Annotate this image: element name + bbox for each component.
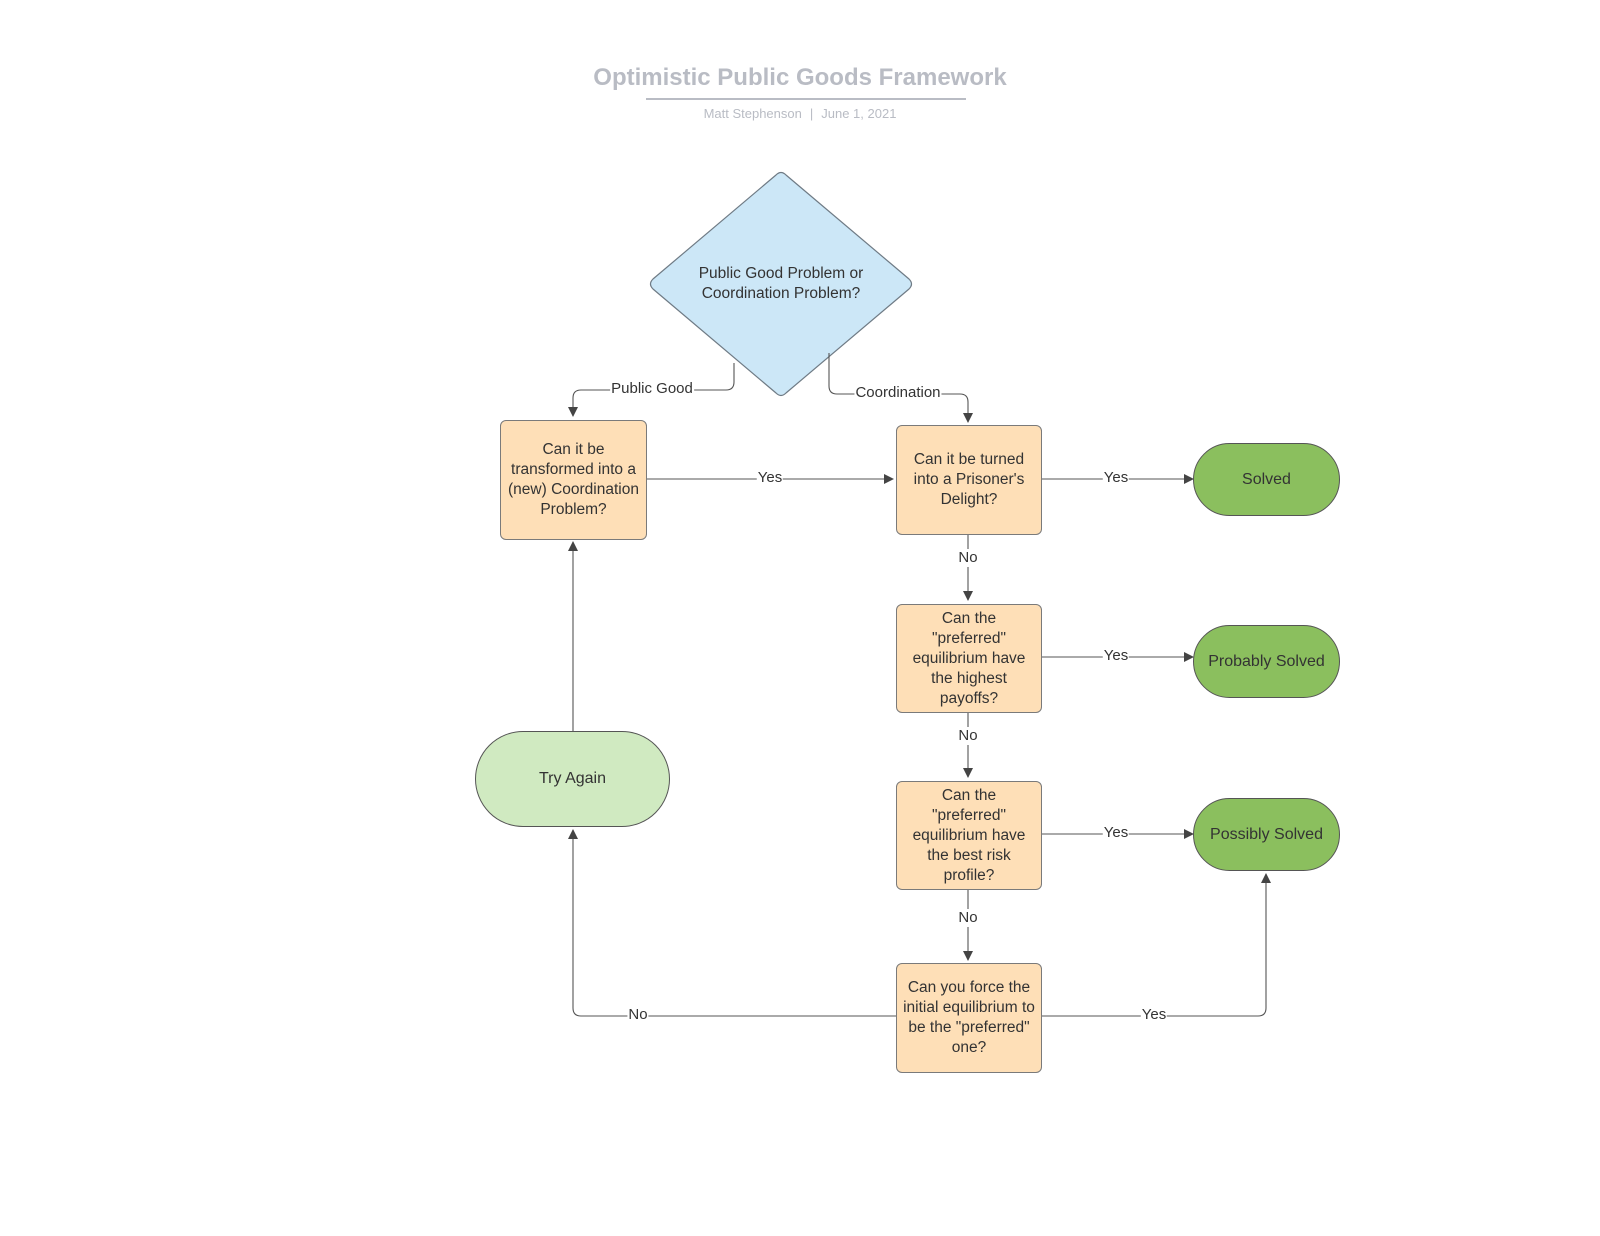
edge-label-transform-yes: Yes — [756, 469, 784, 487]
transform-question-box[interactable]: Can it be transformed into a (new) Coord… — [500, 420, 647, 540]
edge-label-public-good: Public Good — [610, 380, 694, 398]
best-risk-question-box[interactable]: Can the "preferred" equilibrium have the… — [896, 781, 1042, 890]
title-underline — [646, 98, 966, 100]
byline: Matt Stephenson | June 1, 2021 — [0, 106, 1600, 121]
start-decision-text: Public Good Problem or Coordination Prob… — [698, 265, 864, 302]
byline-separator: | — [809, 106, 814, 121]
edge-force-yes — [1041, 873, 1271, 1017]
solved-terminal[interactable]: Solved — [1193, 443, 1340, 516]
highest-payoffs-question-box[interactable]: Can the "preferred" equilibrium have the… — [896, 604, 1042, 713]
edge-label-pd-yes: Yes — [1102, 469, 1130, 487]
edge-label-risk-no: No — [957, 909, 979, 927]
diagram-date: June 1, 2021 — [821, 106, 897, 121]
edge-label-force-no: No — [627, 1006, 649, 1024]
edge-label-payoffs-yes: Yes — [1102, 647, 1130, 665]
edge-label-pd-no: No — [957, 549, 979, 567]
decision-diamond[interactable] — [649, 171, 913, 397]
probably-solved-terminal[interactable]: Probably Solved — [1193, 625, 1340, 698]
author-name: Matt Stephenson — [703, 106, 802, 121]
edge-label-force-yes: Yes — [1140, 1006, 1168, 1024]
edge-label-risk-yes: Yes — [1102, 824, 1130, 842]
try-again-terminal[interactable]: Try Again — [475, 731, 670, 827]
force-initial-question-box[interactable]: Can you force the initial equilibrium to… — [896, 963, 1042, 1073]
possibly-solved-terminal[interactable]: Possibly Solved — [1193, 798, 1340, 871]
edge-force-no — [568, 829, 896, 1017]
prisoners-delight-question-box[interactable]: Can it be turned into a Prisoner's Delig… — [896, 425, 1042, 535]
edge-label-payoffs-no: No — [957, 727, 979, 745]
edge-label-coordination: Coordination — [854, 384, 942, 402]
diagram-title: Optimistic Public Goods Framework — [593, 64, 1007, 91]
